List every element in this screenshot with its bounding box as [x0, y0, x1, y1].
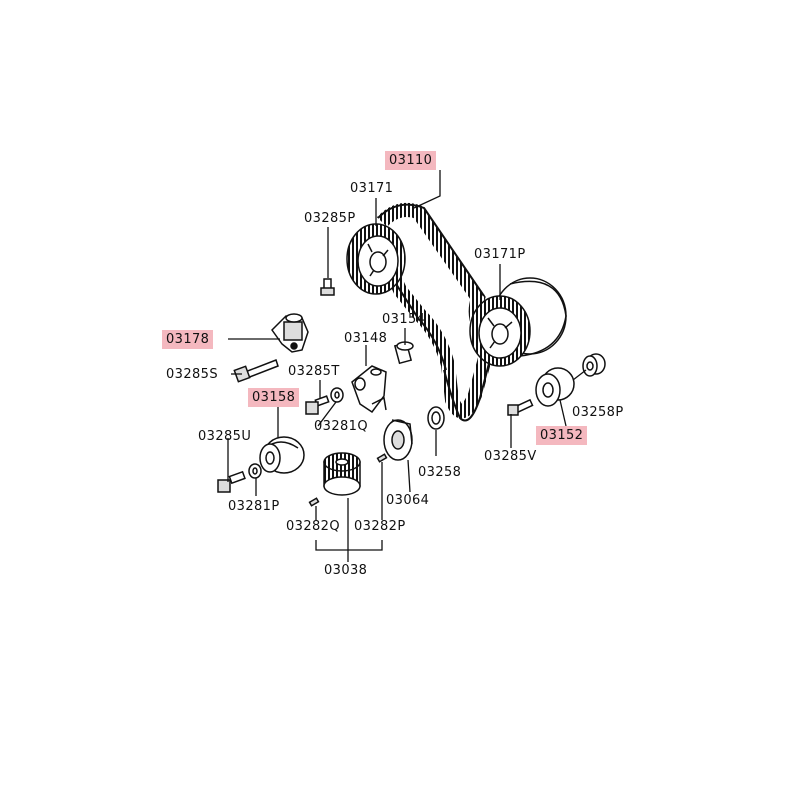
pin-03154[interactable]	[393, 341, 414, 365]
part-label-03178[interactable]: 03178	[162, 330, 214, 349]
part-label-03258p[interactable]: 03258P	[572, 405, 624, 420]
idler-pulley-03158[interactable]	[259, 436, 305, 474]
part-label-03285t[interactable]: 03285T	[288, 364, 340, 379]
leader-lines	[227, 170, 587, 562]
camshaft-sprocket-right[interactable]	[469, 277, 567, 367]
washer-03258[interactable]	[427, 406, 445, 430]
spacer-03258p[interactable]	[582, 353, 606, 377]
key-03282q[interactable]	[308, 497, 320, 507]
part-label-03285p[interactable]: 03285P	[304, 211, 356, 226]
part-label-03171[interactable]: 03171	[350, 181, 394, 196]
bolt-03285p[interactable]	[320, 278, 335, 296]
part-label-03152[interactable]: 03152	[536, 426, 588, 445]
part-label-03154[interactable]: 03154	[382, 312, 426, 327]
bolt-03285s[interactable]	[233, 359, 279, 383]
flange-03064[interactable]	[383, 419, 413, 461]
camshaft-sprocket-left[interactable]	[346, 223, 406, 295]
tensioner-pulley-03152[interactable]	[535, 367, 575, 407]
bolt-03285t[interactable]	[305, 395, 330, 415]
part-label-03258[interactable]: 03258	[418, 465, 462, 480]
part-label-03282q[interactable]: 03282Q	[286, 519, 340, 534]
part-label-03285s[interactable]: 03285S	[166, 367, 219, 382]
part-label-03148[interactable]: 03148	[344, 331, 388, 346]
part-label-03110[interactable]: 03110	[385, 151, 437, 170]
part-label-03281p[interactable]: 03281P	[228, 499, 280, 514]
bolt-03285u[interactable]	[217, 470, 246, 493]
part-label-03285v[interactable]: 03285V	[484, 449, 537, 464]
part-label-03158[interactable]: 03158	[248, 388, 300, 407]
part-label-03285u[interactable]: 03285U	[198, 429, 252, 444]
tensioner-bracket-03148[interactable]	[351, 365, 387, 414]
crankshaft-sprocket-03038[interactable]	[323, 452, 361, 496]
washer-03281q[interactable]	[330, 387, 344, 403]
part-label-03282p[interactable]: 03282P	[354, 519, 406, 534]
part-label-03038[interactable]: 03038	[324, 563, 368, 578]
auto-tensioner-03178[interactable]	[271, 313, 309, 353]
part-label-03064[interactable]: 03064	[386, 493, 430, 508]
part-label-03281q[interactable]: 03281Q	[314, 419, 368, 434]
key-03282p[interactable]	[376, 453, 388, 463]
timing-belt[interactable]	[375, 203, 498, 422]
bolt-03285v[interactable]	[507, 398, 534, 416]
washer-03281p[interactable]	[248, 463, 262, 479]
part-label-03171p[interactable]: 03171P	[474, 247, 526, 262]
